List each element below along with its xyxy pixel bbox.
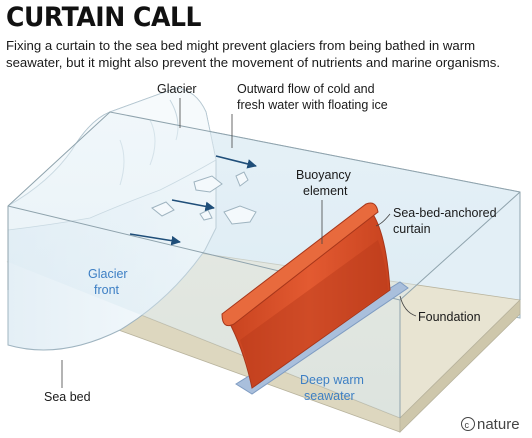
curtain bbox=[227, 209, 391, 389]
floating-ice bbox=[151, 171, 257, 225]
credit-nature: nature bbox=[477, 416, 520, 433]
label-sea-bed: Sea bed bbox=[44, 390, 91, 404]
label-buoyancy-line1: Buoyancy bbox=[296, 168, 352, 182]
label-curtain-line2: curtain bbox=[393, 222, 431, 236]
curtain-shadow bbox=[240, 240, 388, 388]
label-outflow-line1: Outward flow of cold and bbox=[237, 82, 375, 96]
label-deep-warm-line1: Deep warm bbox=[300, 373, 364, 387]
label-buoyancy-line2: element bbox=[303, 184, 348, 198]
label-glacier-front-line1: Glacier bbox=[88, 267, 128, 281]
label-deep-warm-line2: seawater bbox=[304, 389, 355, 403]
label-outflow-line2: fresh water with floating ice bbox=[237, 98, 388, 112]
arrow-icon bbox=[129, 155, 257, 246]
label-glacier: Glacier bbox=[157, 82, 197, 96]
label-curtain-line1: Sea-bed-anchored bbox=[393, 206, 497, 220]
sea-bed-side bbox=[399, 299, 521, 433]
water-front-face bbox=[8, 112, 520, 418]
page-subtitle: Fixing a curtain to the sea bed might pr… bbox=[6, 38, 501, 70]
copyright-icon bbox=[461, 417, 475, 431]
label-glacier-front-line2: front bbox=[94, 283, 120, 297]
svg-text:c: c bbox=[465, 420, 470, 430]
label-foundation: Foundation bbox=[418, 310, 481, 324]
page-title: CURTAIN CALL bbox=[6, 2, 202, 33]
water-box-edges bbox=[7, 111, 521, 300]
credit: c nature bbox=[461, 416, 520, 433]
buoyancy-element bbox=[221, 202, 379, 327]
